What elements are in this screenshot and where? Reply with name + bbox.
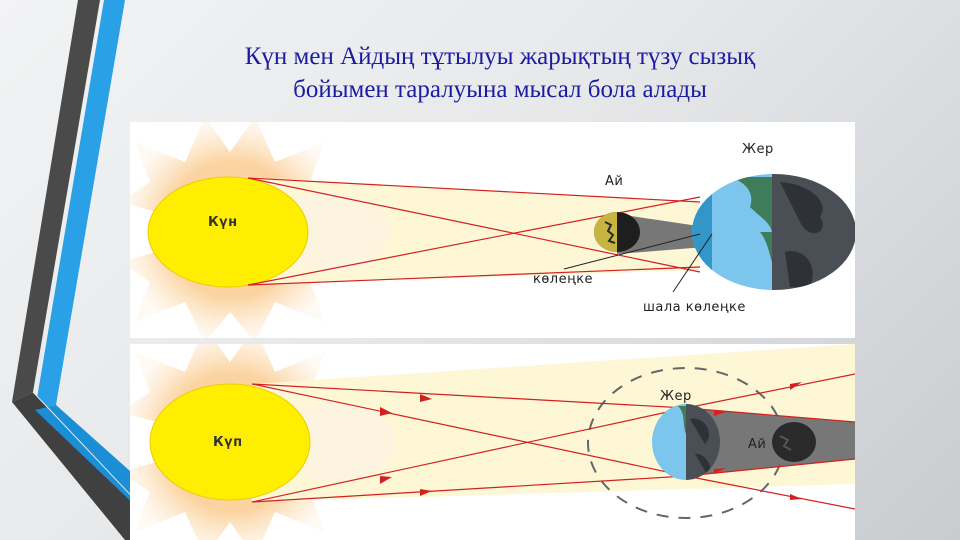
penumbra-pointer (672, 233, 713, 293)
light-rays (251, 373, 855, 510)
umbra-label: көлеңке (533, 272, 593, 287)
title-line-1: Күн мен Айдың тұтылуы жарықтың түзу сызы… (244, 43, 756, 70)
sun-icon (149, 383, 311, 501)
sun-icon (147, 176, 309, 288)
moon-label: Ай (748, 437, 766, 452)
solar-eclipse-diagram: Күн Ай (130, 122, 855, 338)
moon-icon (594, 212, 640, 252)
moon-icon (772, 422, 816, 462)
title-line-2: бойымен таралуына мысал бола алады (293, 76, 707, 103)
light-rays (247, 177, 701, 286)
moon-shadow-cone (617, 214, 705, 254)
ray-arrowheads (380, 382, 802, 500)
earth-label: Жер (660, 389, 692, 404)
earth-icon (692, 174, 855, 290)
penumbra-label: шала көлеңке (643, 300, 746, 315)
umbra-pointer (563, 233, 701, 270)
earth-shadow-cone (686, 408, 855, 476)
slide-accent-decoration (12, 0, 140, 540)
moon-label: Ай (605, 174, 623, 189)
earth-label: Жер (742, 142, 774, 157)
slide-title: Күн мен Айдың тұтылуы жарықтың түзу сызы… (150, 40, 850, 106)
lunar-eclipse-diagram: Күп (130, 344, 855, 540)
sun-label: Күн (208, 215, 238, 230)
sun-label: Күп (213, 435, 243, 450)
